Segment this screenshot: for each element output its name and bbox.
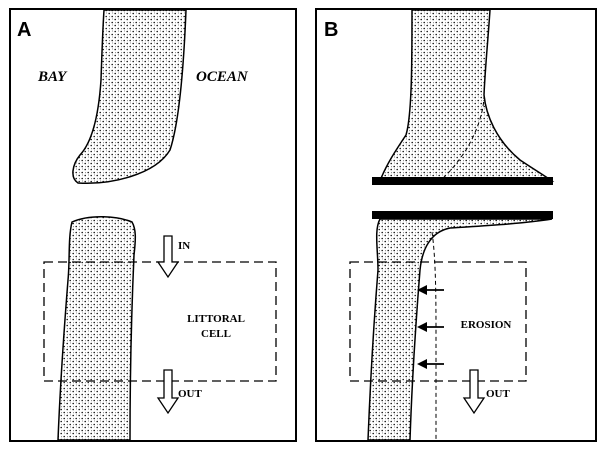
out-label-b: OUT (486, 388, 511, 400)
erosion-arrowhead-2 (417, 322, 427, 332)
littoral-cell-box-b (349, 261, 527, 382)
erosion-arrowhead-1 (417, 285, 427, 295)
lower-island-eroded (367, 218, 553, 441)
upper-spit (72, 9, 187, 184)
lower-barrier-island (57, 216, 137, 441)
sediment-out-arrow-a (156, 369, 180, 415)
panel-b: B EROSION OUT (315, 8, 597, 442)
erosion-arrowhead-3 (417, 359, 427, 369)
upper-spit-accreted (378, 9, 555, 182)
former-shoreline-upper (439, 94, 485, 182)
jetty-north (372, 177, 553, 185)
former-shoreline-lower (431, 231, 437, 440)
erosion-label: EROSION (461, 319, 512, 331)
panel-a-letter: A (17, 19, 31, 41)
bay-label: BAY (37, 69, 68, 85)
panel-b-letter: B (324, 19, 338, 41)
ocean-label: OCEAN (196, 69, 249, 85)
sediment-in-arrow (156, 235, 180, 279)
sediment-out-arrow-b (462, 369, 486, 415)
cell-label-line1: LITTORAL (187, 313, 245, 325)
jetty-south (372, 211, 553, 219)
out-label-a: OUT (178, 388, 203, 400)
cell-label-line2: CELL (201, 328, 231, 340)
panel-a: A BAY OCEAN LITTORAL CELL IN OUT (9, 8, 297, 442)
erosion-arrows (417, 285, 444, 369)
in-label: IN (178, 240, 190, 252)
